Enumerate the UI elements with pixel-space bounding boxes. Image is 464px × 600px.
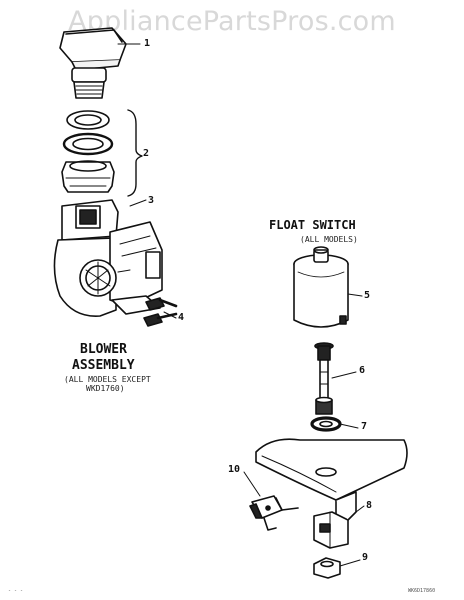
- callout-3: 3: [148, 195, 155, 206]
- part-8-bracket: [255, 438, 408, 549]
- callout-10: 10: [228, 464, 241, 475]
- callout-2: 2: [143, 148, 150, 159]
- blower-title-line1: BLOWER: [80, 342, 127, 357]
- footer-part-code: WK6D17860: [408, 588, 436, 594]
- float-switch-note: (ALL MODELS): [300, 235, 358, 244]
- callout-1: 1: [144, 38, 151, 49]
- float-switch-title: FLOAT SWITCH: [269, 218, 356, 232]
- part-9-nut: [313, 557, 341, 579]
- part-10-micro-switch: [249, 495, 299, 531]
- part-5-switch-body: [293, 246, 349, 328]
- part-6-plunger: [314, 342, 334, 415]
- part-2-seal-set: [61, 110, 115, 193]
- part-4-screws: [143, 297, 178, 327]
- blower-title-line2: ASSEMBLY: [72, 358, 135, 373]
- part-1-knob: [59, 27, 127, 99]
- callout-9: 9: [362, 552, 369, 563]
- callout-8: 8: [366, 500, 373, 511]
- blower-note-line2: WKD1760): [86, 384, 125, 393]
- blower-note-line1: (ALL MODELS EXCEPT: [64, 375, 151, 384]
- watermark: AppliancePartsPros.com: [68, 6, 396, 37]
- callout-4: 4: [178, 312, 185, 323]
- callout-7: 7: [361, 421, 368, 432]
- part-3-blower-housing: [53, 199, 163, 317]
- part-7-grommet: [310, 416, 342, 432]
- callout-6: 6: [359, 365, 366, 376]
- callout-5: 5: [364, 290, 371, 301]
- footer-left: - - -: [8, 588, 24, 594]
